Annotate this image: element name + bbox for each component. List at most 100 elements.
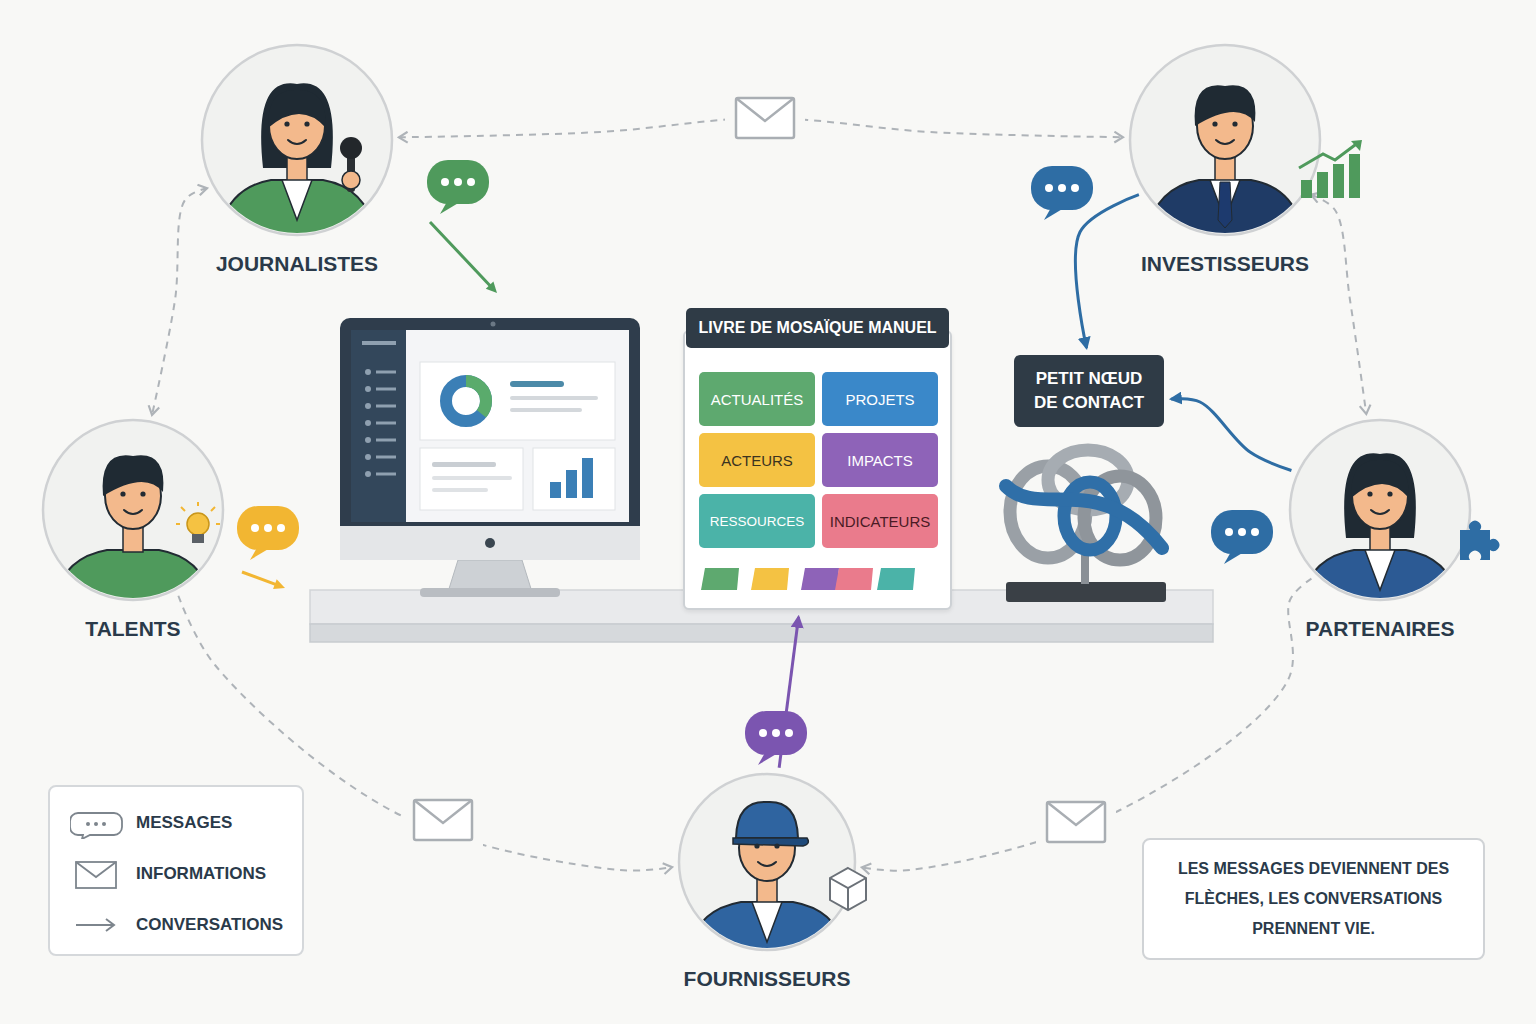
donut-chart xyxy=(446,381,486,421)
sidebar-dot xyxy=(365,471,371,477)
mouth xyxy=(1371,510,1389,514)
knot-band-blue xyxy=(1006,486,1162,548)
hair-fringe xyxy=(268,90,326,128)
eye xyxy=(1212,121,1217,126)
mosaic-token xyxy=(877,568,915,590)
microphone-handle xyxy=(347,152,355,192)
monitor-camera xyxy=(491,322,496,327)
head xyxy=(105,463,161,529)
portrait-circle xyxy=(1130,45,1320,235)
legend-row: CONVERSATIONS xyxy=(70,909,283,941)
envelope-icon xyxy=(1047,802,1105,842)
bar xyxy=(566,470,577,498)
sidebar-dot xyxy=(365,437,371,443)
body xyxy=(217,180,377,240)
portrait-svg xyxy=(1290,420,1470,600)
category-tile: ACTUALITÉS xyxy=(699,372,815,426)
stakeholder-circle: TALENTS xyxy=(43,420,223,600)
bubble-dot xyxy=(1045,184,1053,192)
bubble-dot xyxy=(251,524,259,532)
card-line xyxy=(510,408,582,412)
sidebar-header xyxy=(362,341,396,345)
collar xyxy=(1365,550,1395,590)
sculpture-base xyxy=(1006,582,1166,602)
eye xyxy=(1387,491,1392,496)
body xyxy=(1300,550,1460,605)
portrait-circle xyxy=(202,45,392,235)
growth-bar xyxy=(1333,164,1344,198)
caption-box: LES MESSAGES DEVIENNENT DES FLÈCHES, LES… xyxy=(1142,838,1485,960)
stakeholder-label: INVESTISSEURS xyxy=(1141,251,1309,277)
monitor-button xyxy=(485,538,495,548)
sidebar-dot xyxy=(365,386,371,392)
legend-sample xyxy=(70,807,126,839)
hair xyxy=(103,455,164,496)
bubble-dot xyxy=(467,178,475,186)
legend-row: MESSAGES xyxy=(70,807,232,839)
sidebar-dot xyxy=(365,403,371,409)
sculpture-stem xyxy=(1081,555,1089,584)
bubble-dot xyxy=(1238,528,1246,536)
background-patch xyxy=(403,792,483,848)
chat-bubble xyxy=(427,160,489,204)
stakeholder-circle: PARTENAIRES xyxy=(1290,420,1470,600)
chat-bubble xyxy=(1211,510,1273,554)
portrait-svg xyxy=(43,420,223,600)
dashboard-card xyxy=(533,448,615,510)
neck xyxy=(757,874,777,904)
collar xyxy=(282,180,312,220)
portrait-svg xyxy=(1130,45,1320,235)
stakeholder-circle: FOURNISSEURS xyxy=(679,774,855,950)
background-patch xyxy=(725,90,805,146)
mouth xyxy=(288,140,306,144)
envelope-icon xyxy=(736,98,794,138)
light-ray xyxy=(181,507,185,511)
mouth xyxy=(124,510,142,514)
arrow-icon xyxy=(76,919,114,931)
envelope-icon xyxy=(414,800,472,840)
cap-brim xyxy=(733,838,808,846)
chat-bubble xyxy=(1031,166,1093,210)
portrait xyxy=(217,83,377,240)
growth-arrowhead xyxy=(1351,140,1362,151)
bubble-dot xyxy=(785,729,793,737)
stakeholder-label: JOURNALISTES xyxy=(216,251,378,277)
lightbulb xyxy=(187,513,209,535)
eye xyxy=(120,491,125,496)
envelope-flap xyxy=(76,862,116,877)
bubble-dot xyxy=(277,524,285,532)
chat-bubble xyxy=(745,711,807,755)
portrait-svg xyxy=(679,774,855,950)
tile-label: ACTEURS xyxy=(721,452,793,469)
bubble-dot xyxy=(86,822,90,826)
head xyxy=(269,93,325,159)
card-line xyxy=(432,488,488,492)
desk-edge xyxy=(310,624,1213,642)
envelope-flap xyxy=(736,98,794,121)
light-ray xyxy=(176,523,180,525)
legend-box: MESSAGES INFORMATIONS CONVERSATIONS xyxy=(48,785,304,956)
legend-row: INFORMATIONS xyxy=(70,858,266,890)
stakeholder-label: PARTENAIRES xyxy=(1306,616,1455,642)
bubble-icon xyxy=(70,813,122,839)
portrait-svg xyxy=(202,45,392,235)
bubble-dot xyxy=(1225,528,1233,536)
bar xyxy=(582,458,593,498)
message-arrow xyxy=(242,572,278,585)
message-arrowhead xyxy=(273,579,285,589)
neck xyxy=(123,522,143,552)
tile-label: PROJETS xyxy=(845,391,914,408)
sidebar-dot xyxy=(365,420,371,426)
bubble-dot xyxy=(1058,184,1066,192)
stakeholder-label: TALENTS xyxy=(85,616,180,642)
growth-bar xyxy=(1349,154,1360,198)
sidebar-line xyxy=(376,388,396,391)
envelope-flap xyxy=(1047,802,1105,825)
message-arrow xyxy=(430,222,492,287)
card-line xyxy=(510,396,598,400)
legend-text: CONVERSATIONS xyxy=(136,915,283,935)
chat-bubble xyxy=(237,506,299,550)
puzzle-piece xyxy=(1460,521,1499,560)
mosaic-token xyxy=(835,568,873,590)
box-icon xyxy=(830,868,866,910)
